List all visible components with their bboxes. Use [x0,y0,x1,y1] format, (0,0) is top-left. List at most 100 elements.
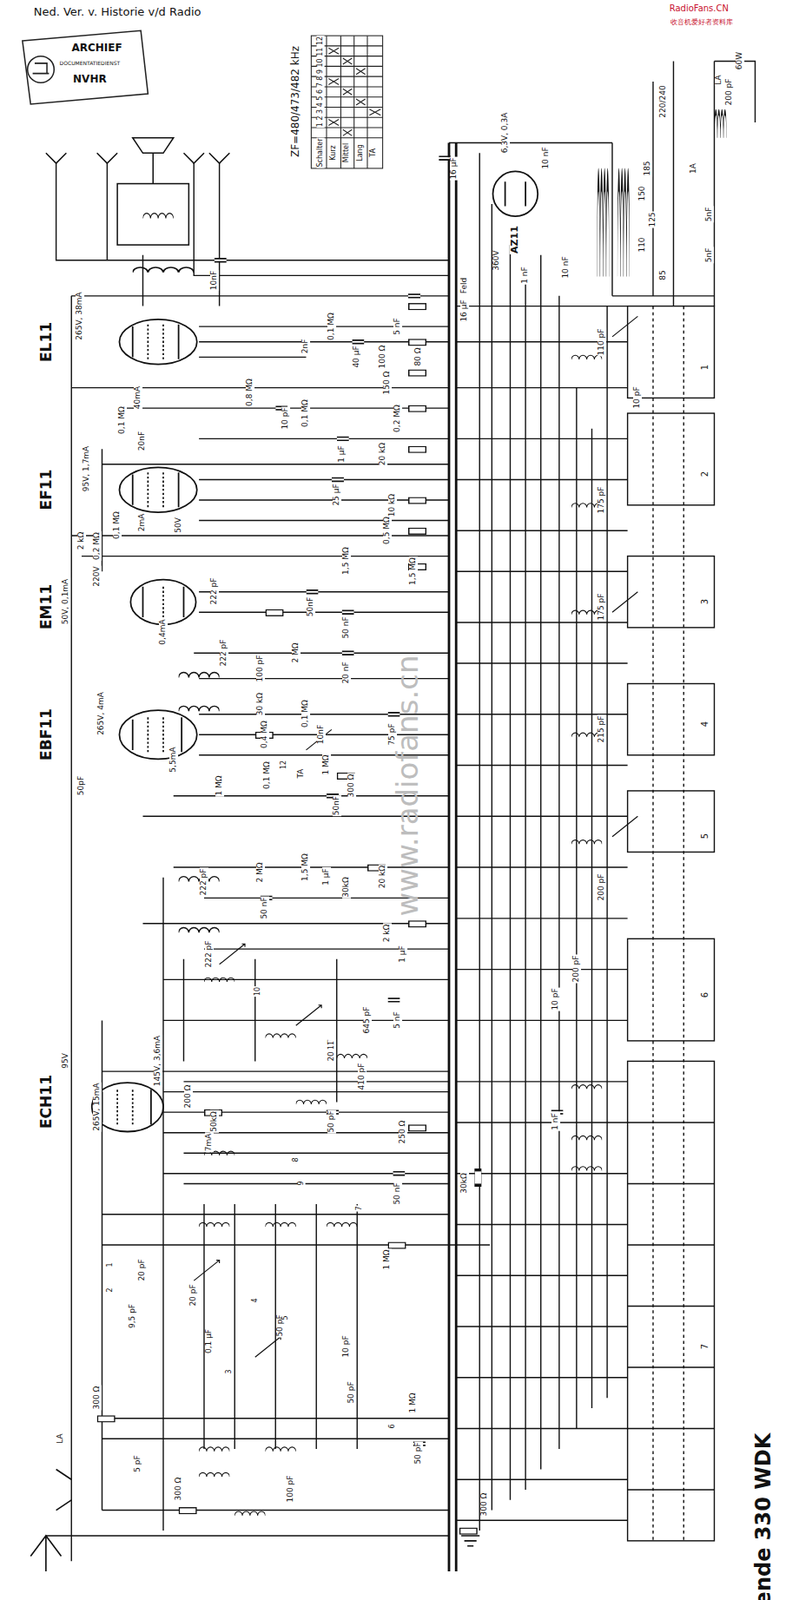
archive-stamp-text: DOCUMENTATIEDIENST [59,60,122,67]
component-value: 125 [648,211,658,228]
switch-table-cell: Mittel [343,142,351,165]
capacitors-resistors-part [265,609,284,616]
switch-contact-number: 10 [254,986,263,998]
capacitors-resistors-part [409,339,427,346]
component-value: 0,2 MΩ [393,403,403,434]
component-value: 1 MΩ [215,774,225,797]
component-value: 222 pF [204,939,214,969]
model-name: Mende 330 WDK [752,1432,775,1600]
wiring-part [46,1215,490,1537]
component-value: 200 pF [597,873,607,903]
coils-part [713,112,727,138]
switch-bank-number: 2 [699,470,709,478]
watermark: 收音机爱好者资料库 [669,18,734,27]
component-value: 185 [643,159,653,177]
component-value: 0,1 MΩ [118,405,127,436]
switch-bank-part [627,1122,715,1491]
component-value: 10nF [316,724,326,746]
component-value: 5 nF [393,1010,403,1030]
loudspeaker-part [117,184,189,246]
wiring-part [449,143,613,1532]
component-value: 100 pF [256,653,265,683]
tube-type: AZ11 [509,224,521,255]
component-value: 16 µF [460,299,469,324]
switch-bank-part [627,413,715,506]
loudspeaker-part [132,138,174,154]
component-value: 80 Ω [414,347,423,368]
wiring-part [71,255,164,1562]
coils-part [571,1135,602,1141]
component-value: 60W [735,51,745,71]
component-value: 265V, 4mA [98,692,107,738]
component-value: 300 Ω [92,1385,102,1411]
component-value: 95V [61,1052,71,1070]
tube-type: EF11 [38,468,55,512]
switch-table-part [310,35,383,169]
capacitors-resistors-part [351,340,364,344]
coils [132,112,727,1516]
component-value: 265V, 15mA [92,1082,102,1132]
component-value: 50 nF [343,615,352,640]
capacitors-resistors-part [342,651,355,655]
component-value: 75 pF [388,722,397,747]
component-value: 30kΩ [343,876,352,899]
coils-part [198,1222,230,1228]
component-value: 40 µF [352,345,362,370]
component-value: 10 nF [561,255,571,279]
component-value: 50 nF [261,896,271,920]
component-value: 5nF [705,246,714,264]
switch-bank-number: 5 [699,832,709,840]
if-frequency-note: ZF=480/473/482 kHz [290,45,302,159]
component-value: 10 pF [343,1334,352,1359]
component-value: 1 µF [337,444,347,464]
component-value: 5 nF [393,316,403,336]
component-value: 2 kΩ [77,530,86,551]
capacitors-resistors [97,156,563,1535]
component-value: 85 [659,270,668,282]
coils-part [234,1512,265,1517]
tubes-part [493,171,539,217]
component-value: 110 pF [597,327,607,357]
variable-capacitors [193,316,638,1358]
component-value: 25 µF [332,482,342,507]
component-value: 0,1 MΩ [263,760,272,791]
switch-bank-part [627,1061,715,1541]
wiring-part [183,959,357,1450]
switch-contact-number: 8 [291,1156,300,1163]
component-value: 222 pF [210,577,219,607]
component-value: 10 pF [551,988,561,1012]
coils-part [204,977,235,983]
component-value: 6,3V, 0,3A [501,111,510,154]
component-value: 10 pF [281,406,291,430]
component-value: LA [714,73,724,86]
capacitors-resistors-part [409,446,427,453]
loudspeaker [46,138,230,245]
watermark: RadioFans.CN [668,3,730,14]
component-value: 20 kΩ [378,865,388,890]
switch-table-cell: Kurz [330,145,338,162]
component-value: 220V [92,565,102,588]
component-value: LA [57,1432,67,1445]
capacitors-resistors-part [387,998,400,1003]
archive-stamp-part [27,56,55,84]
switch-bank-part [627,556,715,628]
coils-part [264,1447,296,1453]
component-value: 200 pF [725,77,734,106]
capacitors-resistors-part [409,369,427,377]
switch-bank-part [627,684,715,756]
coils-part [596,179,609,278]
wiring-part [449,143,456,1573]
component-value: 50 pF [414,1442,423,1466]
component-value: 1,5 MΩ [302,852,311,883]
wiring [46,61,756,1573]
watermark: www.radiofans.cn [391,653,424,918]
component-value: 10 kΩ [388,492,397,517]
component-value: 645 pF [363,1005,372,1035]
component-value: 0,1 µF [204,1328,214,1355]
component-value: 1 nF [551,1113,561,1132]
component-value: 95V, 1,7mA [82,445,92,494]
switch-bank-number: 6 [699,990,709,998]
component-value: 20nF [138,429,148,451]
switch-contact-number: 4 [250,1298,259,1305]
